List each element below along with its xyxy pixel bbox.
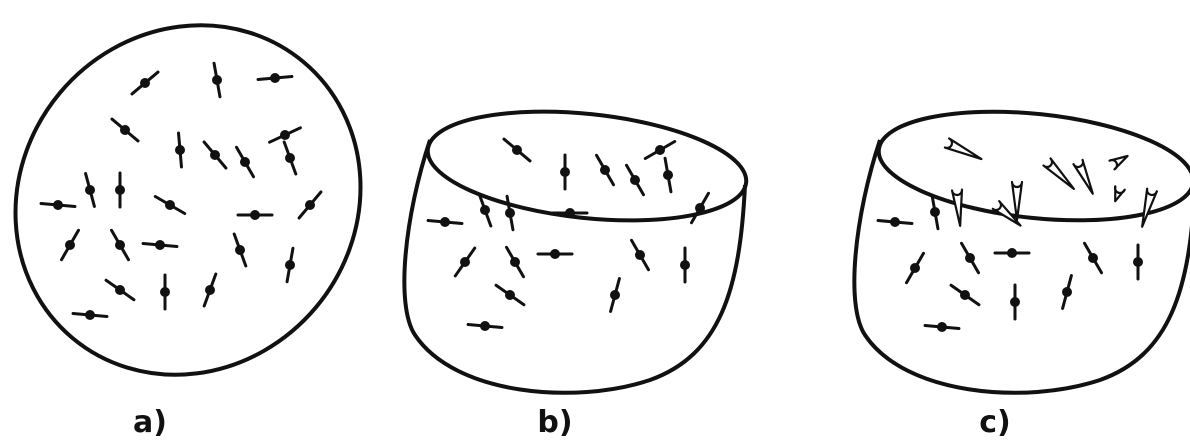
dipole-marker bbox=[285, 246, 295, 284]
dipole-marker bbox=[960, 241, 980, 275]
dipole-marker bbox=[175, 131, 185, 169]
cone-marker bbox=[1072, 158, 1094, 195]
dipole-marker bbox=[110, 117, 140, 143]
dipole-marker bbox=[115, 171, 125, 209]
dipole-group bbox=[426, 137, 710, 331]
panel-b: b) bbox=[402, 109, 749, 440]
dipole-marker bbox=[202, 272, 218, 308]
dipole-marker bbox=[60, 228, 80, 262]
dipole-marker bbox=[282, 140, 298, 176]
dipole-marker bbox=[153, 195, 187, 215]
dipole-marker bbox=[202, 140, 228, 170]
dipole-marker bbox=[130, 70, 160, 96]
dipole-marker bbox=[297, 190, 323, 220]
cone-marker bbox=[991, 200, 1022, 227]
dipole-group bbox=[39, 61, 323, 320]
dipole-marker bbox=[663, 156, 673, 194]
caption-b: b) bbox=[537, 405, 572, 440]
dipole-marker bbox=[1061, 274, 1073, 310]
dipole-marker bbox=[232, 232, 248, 268]
sphere-outline bbox=[13, 23, 363, 377]
dipole-marker bbox=[141, 240, 179, 250]
dipole-marker bbox=[643, 140, 677, 160]
cone-marker bbox=[1141, 187, 1158, 228]
dipole-group bbox=[876, 193, 1143, 332]
dipole-marker bbox=[536, 249, 574, 259]
dipole-marker bbox=[1133, 243, 1143, 281]
dipole-marker bbox=[84, 172, 96, 208]
dipole-marker bbox=[560, 153, 570, 191]
dipole-marker bbox=[268, 126, 302, 144]
dipole-marker bbox=[502, 137, 532, 163]
cone-marker bbox=[1113, 185, 1126, 203]
cone-marker bbox=[1010, 180, 1024, 222]
dipole-marker bbox=[630, 238, 650, 272]
dipole-marker bbox=[923, 322, 961, 332]
dipole-marker bbox=[466, 321, 504, 331]
cut-surface bbox=[876, 109, 1190, 223]
dipole-marker bbox=[505, 194, 515, 232]
dipole-marker bbox=[680, 246, 690, 284]
dipole-marker bbox=[505, 245, 525, 279]
dipole-marker bbox=[876, 217, 914, 227]
dipole-marker bbox=[104, 278, 136, 302]
bowl-outline bbox=[852, 139, 1190, 395]
dipole-marker bbox=[426, 217, 464, 227]
dipole-marker bbox=[930, 193, 940, 231]
dipole-marker bbox=[690, 191, 710, 225]
dipole-marker bbox=[609, 277, 621, 313]
cone-marker bbox=[943, 137, 983, 161]
cone-marker bbox=[1108, 154, 1129, 171]
dipole-marker bbox=[256, 73, 294, 83]
dipole-marker bbox=[212, 61, 222, 99]
caption-a: a) bbox=[133, 405, 167, 440]
dipole-marker bbox=[625, 163, 645, 197]
dipole-marker bbox=[39, 200, 77, 210]
dipole-marker bbox=[993, 248, 1031, 258]
dipole-marker bbox=[494, 283, 526, 307]
cone-marker bbox=[950, 188, 964, 227]
dipole-marker bbox=[453, 246, 477, 278]
dipole-marker bbox=[110, 228, 130, 262]
dipole-marker bbox=[236, 210, 274, 220]
caption-c: c) bbox=[979, 405, 1011, 440]
dipole-marker bbox=[71, 310, 109, 320]
bowl-outline bbox=[402, 139, 747, 395]
dipole-marker bbox=[551, 208, 589, 218]
cut-surface bbox=[425, 109, 749, 223]
dipole-marker bbox=[1083, 241, 1103, 275]
panel-c: c) bbox=[852, 109, 1190, 440]
dipole-marker bbox=[235, 145, 255, 179]
dipole-marker bbox=[477, 192, 493, 228]
dipole-marker bbox=[160, 273, 170, 311]
dipole-marker bbox=[949, 283, 981, 307]
dipole-marker bbox=[1010, 283, 1020, 321]
cone-marker bbox=[1042, 157, 1075, 190]
dipole-marker bbox=[595, 153, 615, 187]
cone-group bbox=[943, 137, 1158, 228]
dipole-marker bbox=[905, 251, 925, 285]
panel-a: a) bbox=[13, 23, 363, 440]
